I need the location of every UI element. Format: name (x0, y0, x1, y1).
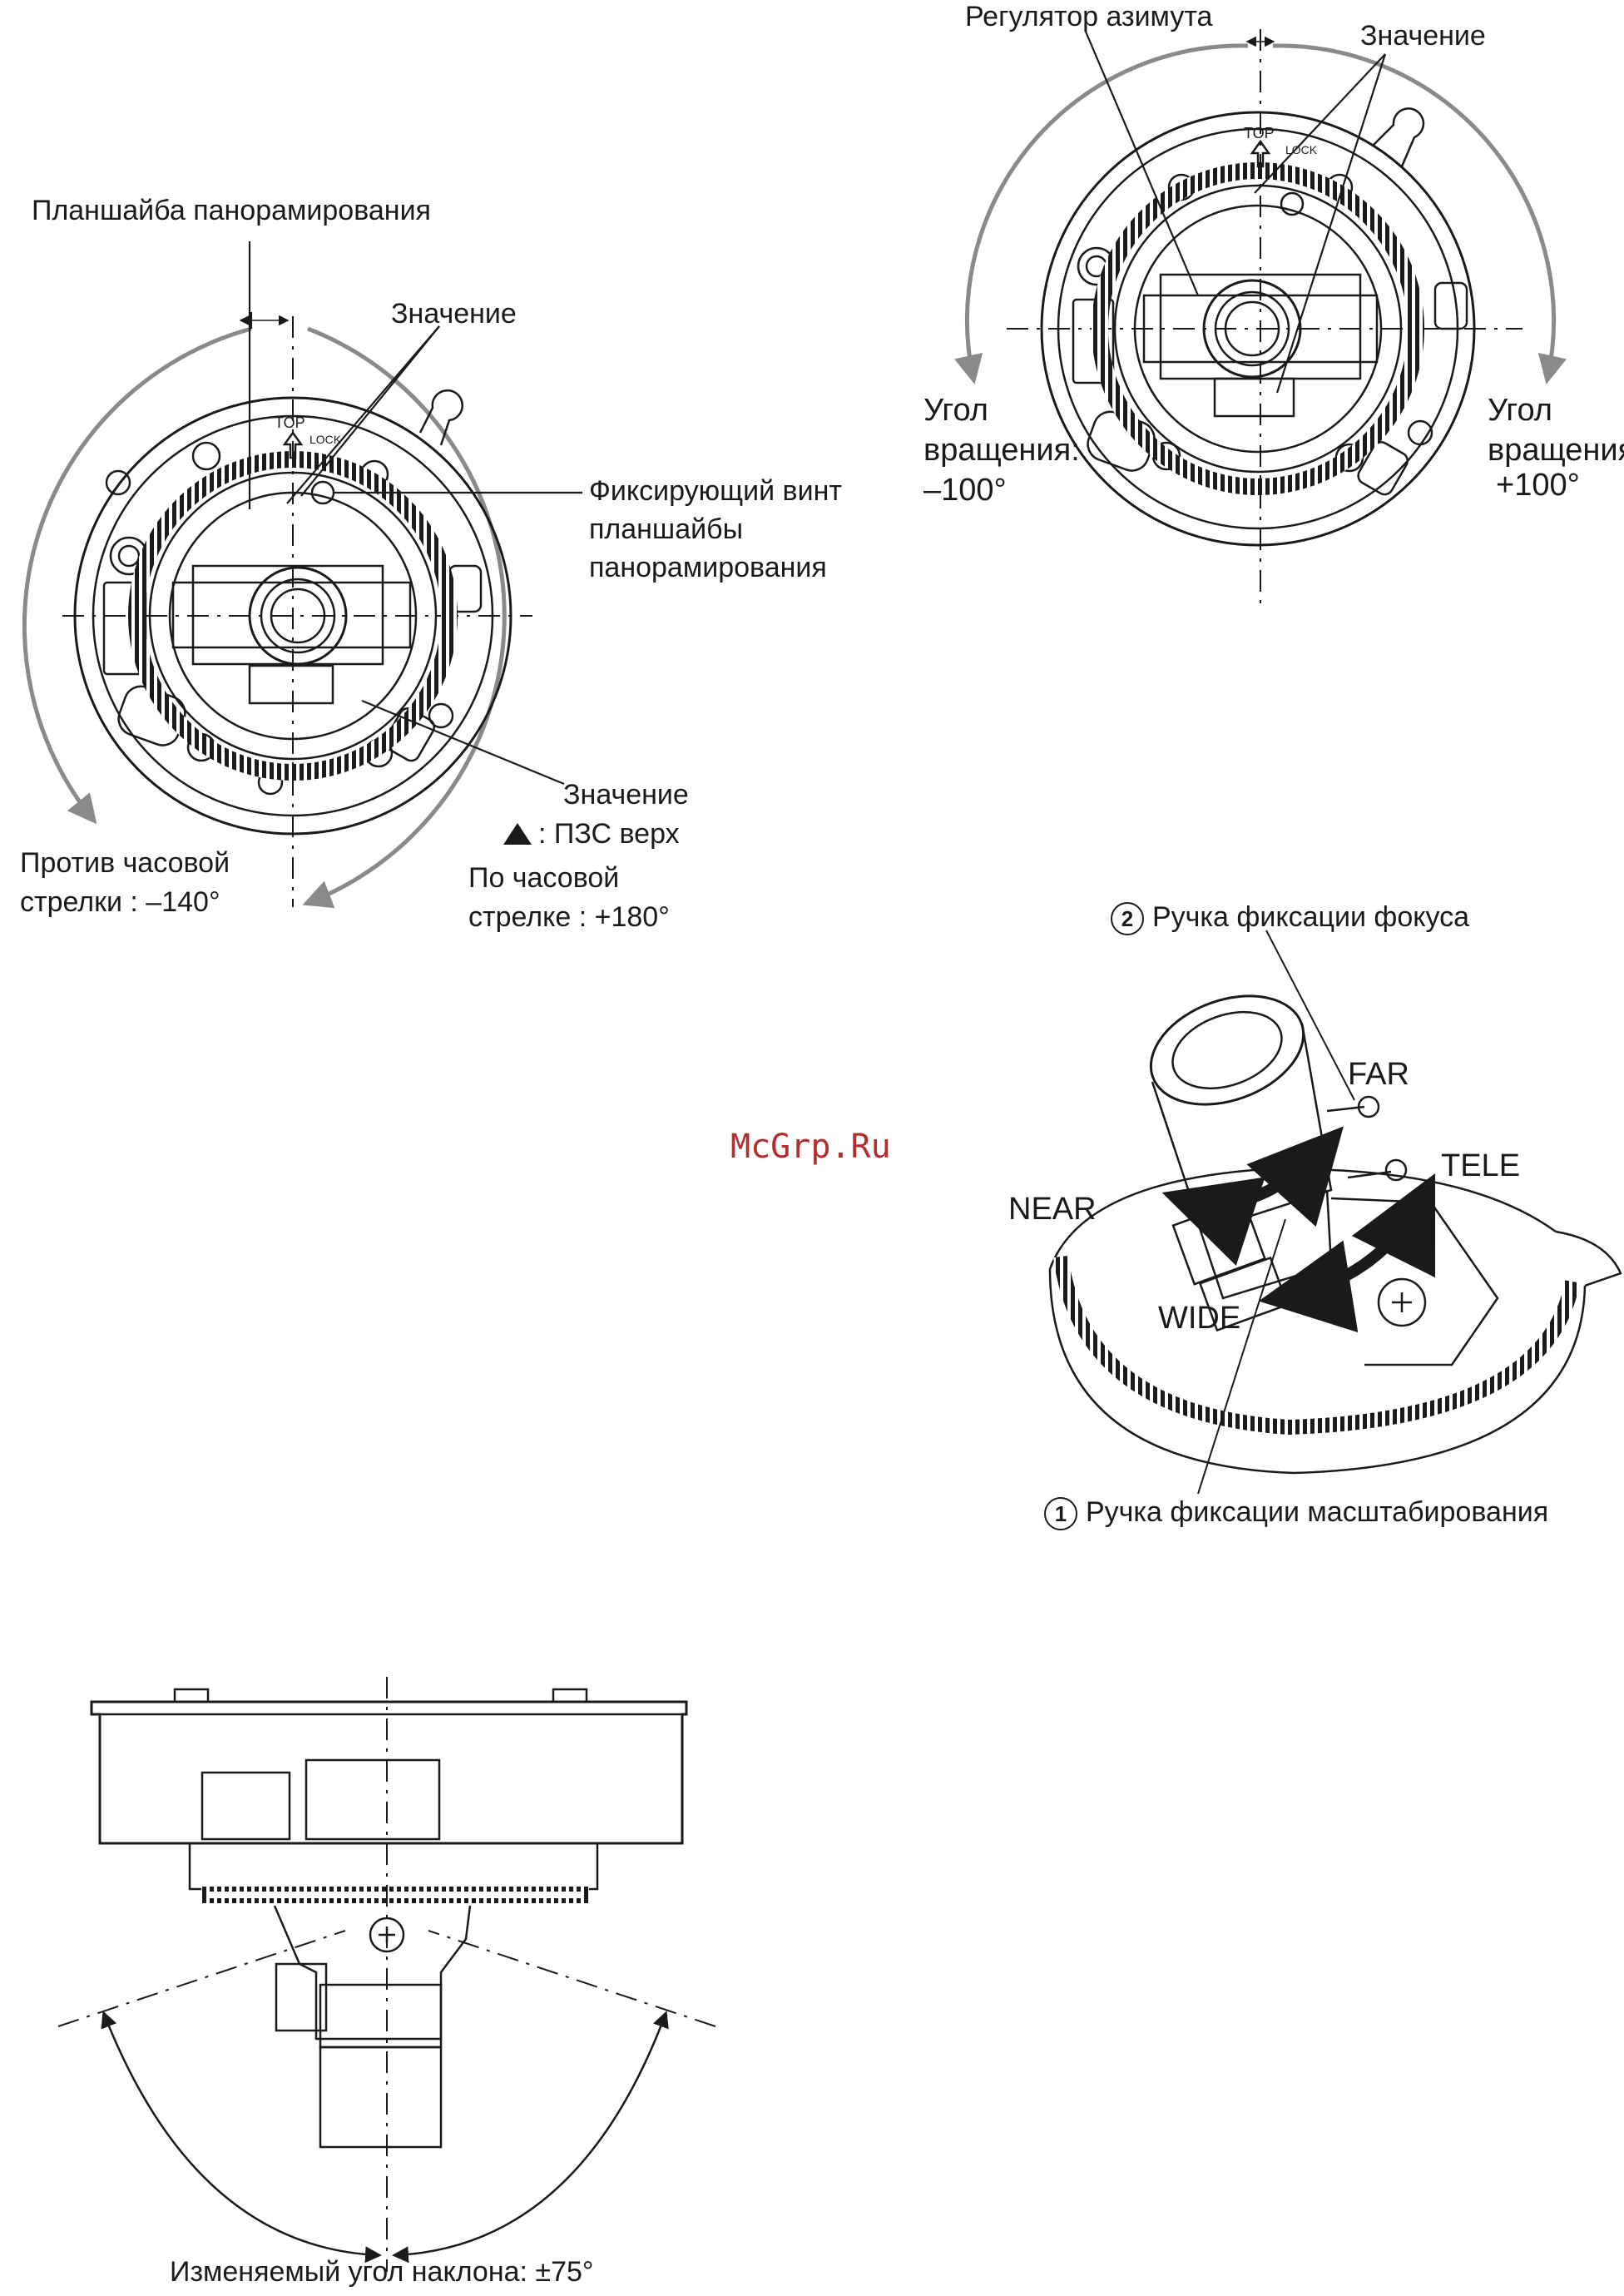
azimuth-figure (953, 29, 1567, 612)
tilt-angle-caption: Изменяемый угол наклона: ±75° (170, 2256, 594, 2288)
number-1-badge: 1 (1044, 1497, 1077, 1531)
azimuth-right-line1: Угол (1488, 393, 1552, 428)
pan-ccd-top-label: : ПЗС верх (503, 816, 680, 852)
pan-lock-text: LOCK (309, 433, 342, 446)
watermark: McGrp.Ru (730, 1128, 891, 1166)
pan-ccd-mark-label: Значение (563, 779, 689, 811)
azimuth-left-line1: Угол (923, 393, 988, 428)
tilt-figure (90, 1688, 688, 2149)
pan-fix-screw-line1: Фиксирующий винт (589, 475, 842, 507)
zoom-lock-text: Ручка фиксации масштабирования (1086, 1496, 1549, 1528)
lens-arrows (1161, 930, 1436, 1495)
azimuth-left-line2: вращения: (923, 433, 1080, 468)
number-2-badge: 2 (1111, 902, 1144, 936)
azimuth-top-text: TOP (1244, 125, 1275, 141)
focus-lock-text: Ручка фиксации фокуса (1152, 901, 1470, 933)
pan-leaders (239, 241, 582, 786)
azimuth-right-line3: +100° (1496, 468, 1580, 503)
pan-cw-line2: стрелке : +180° (468, 901, 670, 933)
azimuth-lock-text: LOCK (1285, 143, 1318, 156)
pan-ccw-line2: стрелки : –140° (20, 886, 220, 918)
far-label: FAR (1348, 1057, 1409, 1092)
pan-mark-label: Значение (391, 298, 517, 330)
azimuth-right-line2: вращения: (1488, 433, 1624, 468)
pan-top-text: TOP (275, 414, 305, 431)
lens-figure (1048, 994, 1622, 1475)
pan-table-title: Планшайба панорамирования (32, 195, 431, 226)
azimuth-leaders (1084, 31, 1387, 394)
near-label: NEAR (1008, 1192, 1097, 1227)
pan-fix-screw-line2: планшайбы (589, 513, 744, 545)
azimuth-regulator-label: Регулятор азимута (965, 1, 1213, 32)
tele-label: TELE (1441, 1148, 1521, 1183)
pan-table-figure (22, 316, 532, 909)
azimuth-left-line3: –100° (923, 473, 1007, 508)
triangle-icon (503, 823, 532, 845)
ccd-top-text: : ПЗС верх (538, 818, 680, 850)
tilt-guides (57, 1677, 716, 2272)
pan-fix-screw-line3: панорамирования (589, 552, 827, 583)
pan-ccw-line1: Против часовой (20, 847, 230, 879)
pan-cw-line1: По часовой (468, 862, 620, 894)
zoom-lock-label: 1 Ручка фиксации масштабирования (1044, 1494, 1549, 1531)
wide-label: WIDE (1158, 1301, 1241, 1336)
azimuth-mark-label: Значение (1360, 20, 1486, 52)
